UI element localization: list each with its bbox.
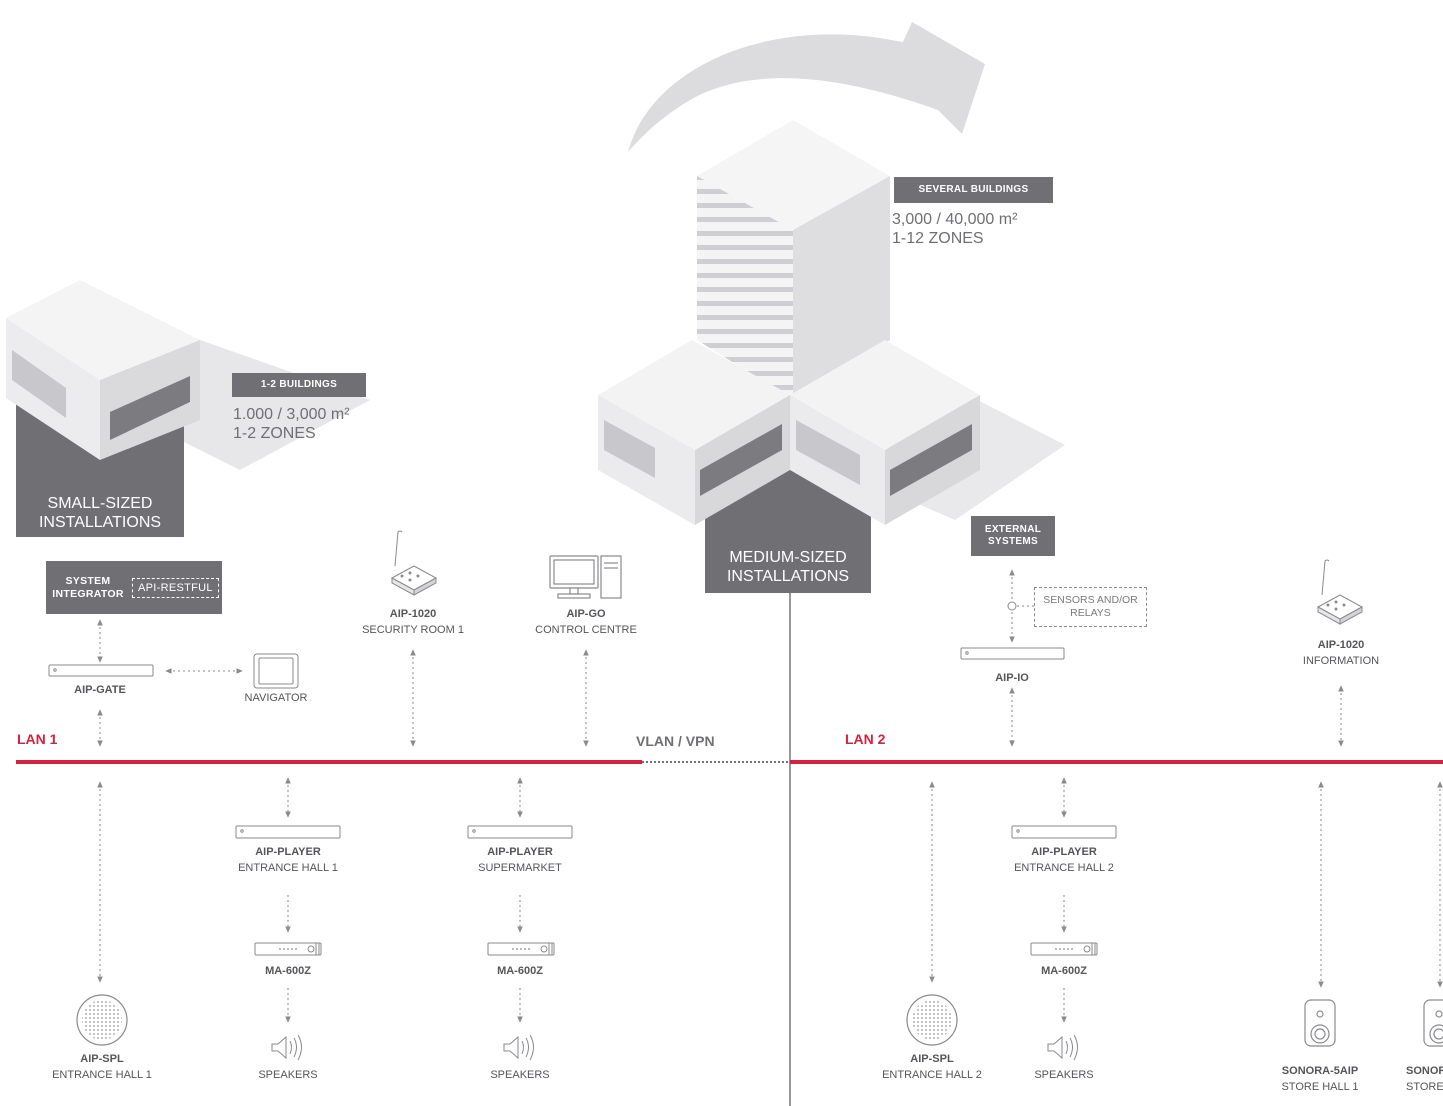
spl2-icon: [906, 994, 958, 1046]
speakers2-icon: [503, 1034, 534, 1061]
medium-building-graphic: [598, 120, 1065, 593]
player1-icon: [235, 825, 341, 839]
sonora1-icon: [1304, 999, 1336, 1047]
small-buildings-tag: 1-2 BUILDINGS: [232, 373, 366, 397]
speakers3-icon: [1047, 1034, 1078, 1061]
external-systems-tag: EXTERNAL SYSTEMS: [971, 516, 1055, 556]
system-integrator-box: SYSTEM INTEGRATOR API-RESTFUL: [46, 561, 222, 614]
navigator-icon: [253, 653, 299, 689]
lan2-label: LAN 2: [845, 731, 886, 747]
player3-icon: [1011, 825, 1117, 839]
medium-installations-label: MEDIUM-SIZED INSTALLATIONS: [726, 549, 850, 585]
player2-icon: [467, 825, 573, 839]
aip-io-icon: [960, 647, 1065, 660]
amp1-caption: MA-600Z: [265, 965, 311, 977]
navigator-caption: NAVIGATOR: [244, 692, 308, 704]
speakers1-caption: SPEAKERS: [258, 1069, 318, 1081]
mic2-icon: [1316, 559, 1364, 625]
connectors: [97, 569, 1443, 1023]
vpn-label: VLAN / VPN: [636, 733, 715, 749]
speaker-glyphs: [271, 1034, 1078, 1061]
small-building-graphic: [6, 280, 370, 537]
mic1-icon: [390, 530, 438, 596]
aip-gate-icon: [48, 664, 154, 677]
small-area: 1.000 / 3,000 m²: [233, 406, 350, 423]
medium-area: 3,000 / 40,000 m²: [892, 211, 1018, 228]
speakers3-caption: SPEAKERS: [1034, 1069, 1094, 1081]
aip-io-caption: AIP-IO: [995, 672, 1029, 684]
computer-icon: [549, 555, 622, 599]
growth-arrow: [628, 22, 985, 152]
api-restful-tag: API-RESTFUL: [132, 577, 219, 598]
aip-gate-caption: AIP-GATE: [74, 684, 126, 696]
spl1-icon: [76, 994, 128, 1046]
sonora2-icon: [1423, 999, 1443, 1047]
small-installations-label: SMALL-SIZED INSTALLATIONS: [38, 495, 162, 531]
lan1-label: LAN 1: [17, 731, 58, 747]
medium-zones: 1-12 ZONES: [892, 230, 984, 247]
amp2-caption: MA-600Z: [497, 965, 543, 977]
small-zones: 1-2 ZONES: [233, 425, 316, 442]
speakers2-caption: SPEAKERS: [490, 1069, 550, 1081]
amp3-caption: MA-600Z: [1041, 965, 1087, 977]
sensors-relays-box: SENSORS AND/OR RELAYS: [1034, 587, 1147, 627]
speakers1-icon: [271, 1034, 302, 1061]
medium-buildings-tag: SEVERAL BUILDINGS: [894, 177, 1053, 203]
